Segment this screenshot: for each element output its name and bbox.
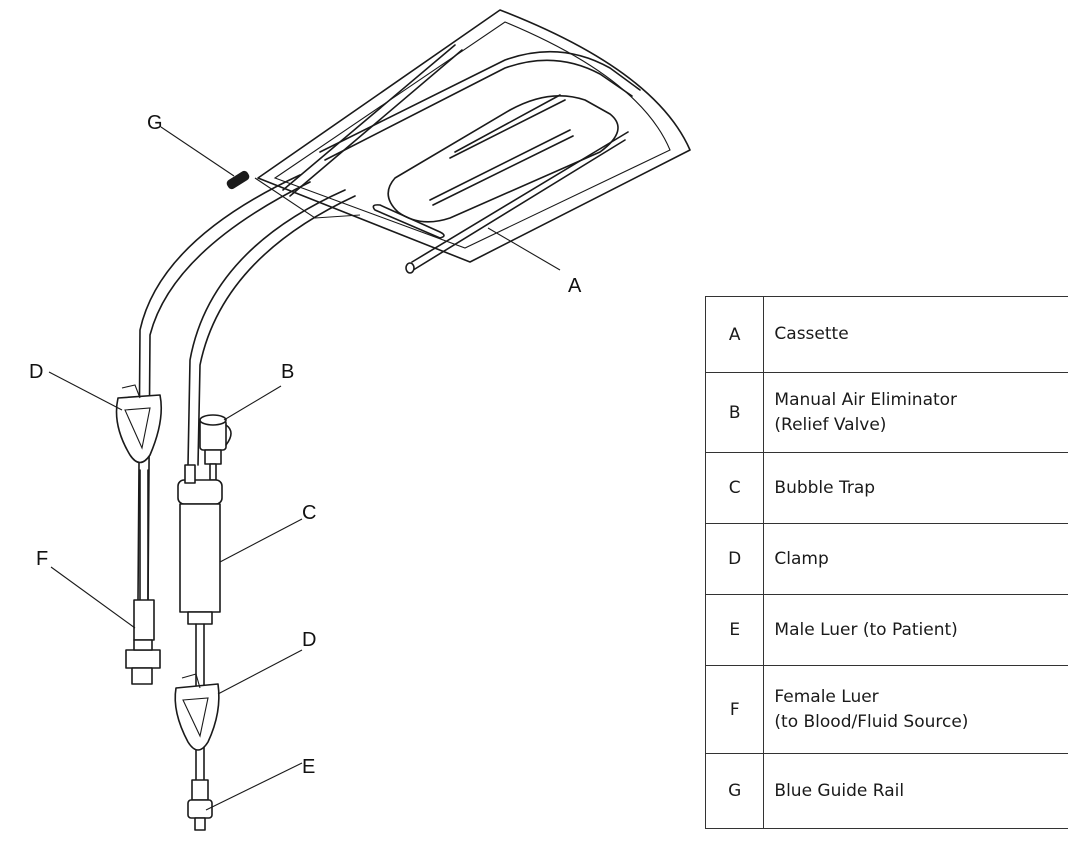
legend-row: E Male Luer (to Patient): [704, 594, 1068, 666]
lower-clamp: [174, 673, 220, 751]
legend-row: F Female Luer(to Blood/Fluid Source): [704, 665, 1068, 754]
callout-f: F: [36, 548, 48, 570]
manual-air-eliminator: [199, 414, 232, 481]
female-luer: [125, 599, 161, 685]
left-clamp: [115, 384, 163, 464]
blue-guide-rail: [226, 170, 250, 190]
legend-description: Manual Air Eliminator(Relief Valve): [763, 372, 1068, 453]
callout-a: A: [568, 275, 582, 297]
guide-rails: [282, 44, 629, 274]
legend-row: B Manual Air Eliminator(Relief Valve): [704, 372, 1068, 453]
legend-row: A Cassette: [704, 296, 1068, 373]
callout-d-upper: D: [29, 361, 43, 383]
legend-row: D Clamp: [704, 523, 1068, 595]
legend-key: G: [704, 753, 765, 829]
left-tube: [137, 174, 311, 601]
legend-description: Clamp: [763, 523, 1068, 595]
legend-key: A: [704, 296, 765, 373]
callout-b: B: [281, 361, 294, 383]
callout-g: G: [147, 112, 163, 134]
callout-c: C: [302, 502, 316, 524]
bubble-trap: [177, 464, 223, 625]
legend-row: G Blue Guide Rail: [704, 753, 1068, 829]
legend-row: C Bubble Trap: [704, 452, 1068, 524]
male-luer: [187, 779, 213, 831]
cassette: [254, 9, 691, 263]
legend-description: Cassette: [763, 296, 1068, 373]
legend-key: C: [704, 452, 765, 524]
legend-description: Female Luer(to Blood/Fluid Source): [763, 665, 1068, 754]
callout-d-lower: D: [302, 629, 316, 651]
legend-description: Male Luer (to Patient): [763, 594, 1068, 666]
legend-table: A Cassette B Manual Air Eliminator(Relie…: [704, 296, 1068, 829]
legend-description: Bubble Trap: [763, 452, 1068, 524]
legend-key: B: [704, 372, 765, 453]
right-tube: [187, 189, 356, 466]
legend-key: F: [704, 665, 765, 754]
legend-key: E: [704, 594, 765, 666]
callout-e: E: [302, 756, 315, 778]
legend-description: Blue Guide Rail: [763, 753, 1068, 829]
legend-key: D: [704, 523, 765, 595]
